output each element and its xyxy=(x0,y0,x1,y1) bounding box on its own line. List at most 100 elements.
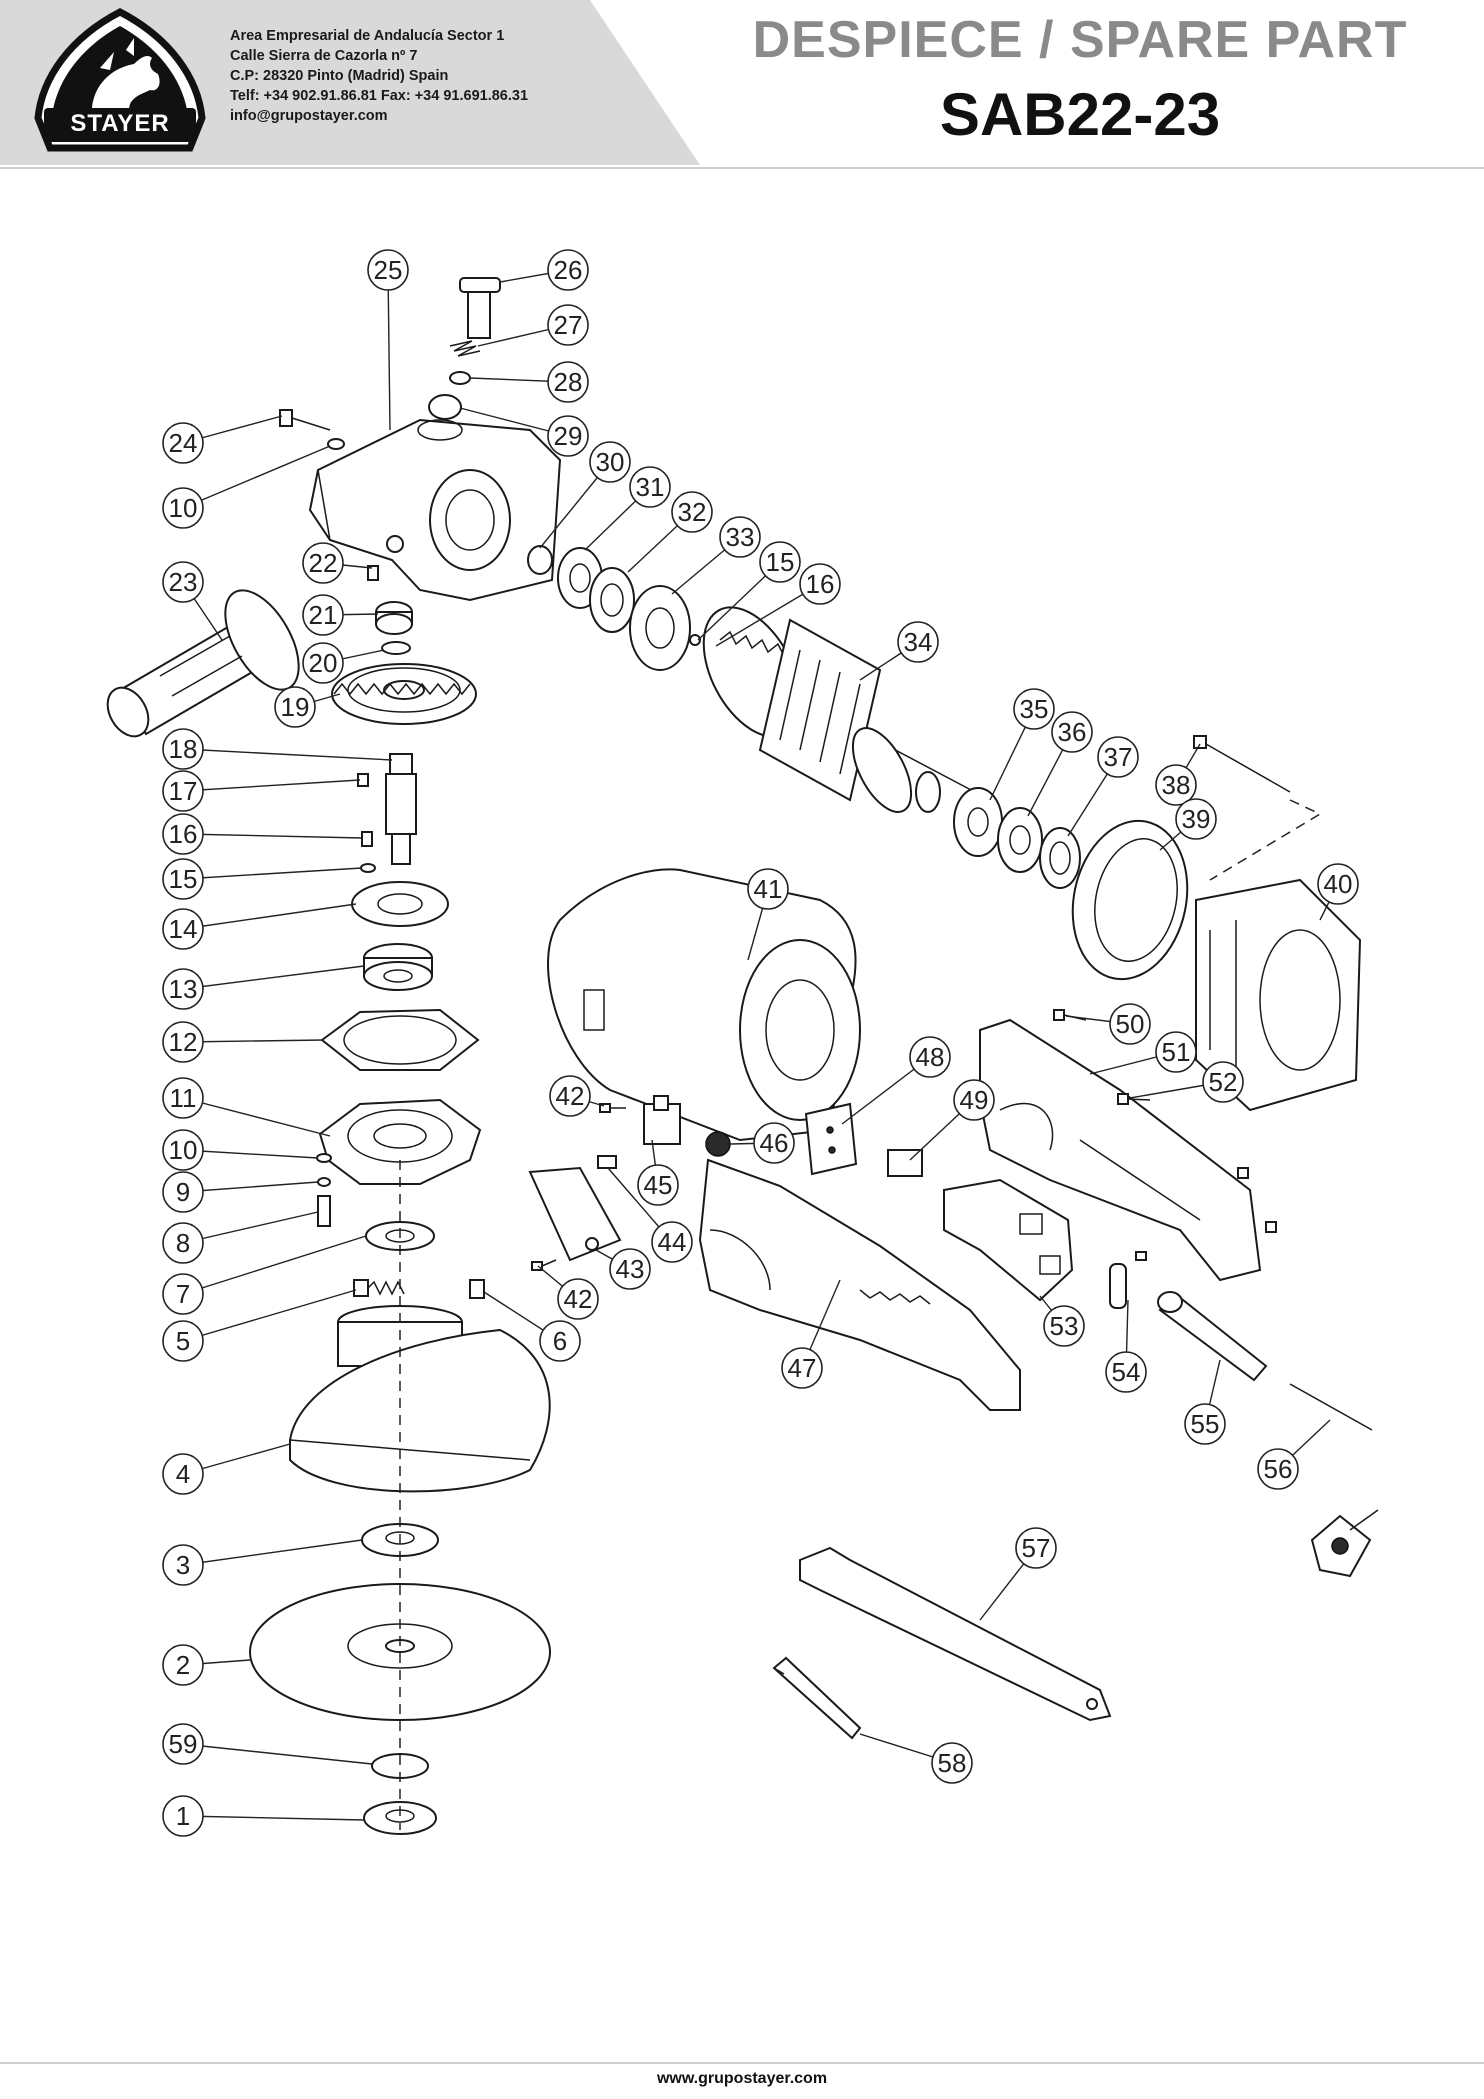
callout-35: 35 xyxy=(1013,688,1055,730)
callout-circle xyxy=(162,422,204,464)
callout-label: 46 xyxy=(760,1128,789,1158)
part-36-bearing xyxy=(997,807,1043,873)
callout-label: 13 xyxy=(169,974,198,1004)
callout-circle xyxy=(162,1077,204,1119)
callout-circle xyxy=(629,466,671,508)
callout-10: 10 xyxy=(162,1129,204,1171)
callout-26: 26 xyxy=(547,249,589,291)
part-40-stator xyxy=(1195,878,1362,1112)
callout-label: 40 xyxy=(1324,869,1353,899)
part-1-clamping-nut xyxy=(363,1801,437,1835)
part-12-gasket xyxy=(320,1008,480,1071)
callout-52: 52 xyxy=(1202,1061,1244,1103)
callout-13: 13 xyxy=(162,968,204,1010)
callout-circle xyxy=(539,1320,581,1362)
callout-label: 18 xyxy=(169,734,198,764)
part-8-screw xyxy=(317,1195,331,1227)
callout-label: 2 xyxy=(176,1650,190,1680)
part-56-plug xyxy=(1310,1509,1379,1578)
horse-shield-icon xyxy=(34,8,206,152)
part-25-gear-housing xyxy=(308,418,562,602)
callout-label: 6 xyxy=(553,1326,567,1356)
callout-circle xyxy=(162,770,204,812)
callout-58: 58 xyxy=(931,1742,973,1784)
part-32-bearing xyxy=(589,567,635,633)
callout-circle xyxy=(162,1544,204,1586)
callout-circle xyxy=(547,304,589,346)
callout-label: 3 xyxy=(176,1550,190,1580)
part-16-screw xyxy=(361,831,373,847)
leader-line-10 xyxy=(182,445,331,509)
callout-7: 7 xyxy=(162,1273,204,1315)
callout-circle xyxy=(162,1795,204,1837)
part-33-bearing-plate xyxy=(629,585,691,671)
callout-label: 43 xyxy=(616,1254,645,1284)
callout-label: 20 xyxy=(309,648,338,678)
callout-label: 34 xyxy=(904,627,933,657)
callout-37: 37 xyxy=(1097,736,1139,778)
callout-label: 39 xyxy=(1182,804,1211,834)
callout-11: 11 xyxy=(162,1077,204,1119)
callout-53: 53 xyxy=(1043,1305,1085,1347)
footer-divider xyxy=(0,2062,1484,2064)
callout-circle xyxy=(547,361,589,403)
callout-9: 9 xyxy=(162,1171,204,1213)
callout-label: 28 xyxy=(554,367,583,397)
callout-label: 36 xyxy=(1058,717,1087,747)
callout-circle xyxy=(162,813,204,855)
part-37-bearing-sleeve xyxy=(1039,827,1081,889)
part-58-hex-key xyxy=(772,1656,862,1740)
address-line-3: C.P: 28320 Pinto (Madrid) Spain xyxy=(230,68,449,84)
callout-circle xyxy=(162,1453,204,1495)
part-18-spindle xyxy=(385,753,417,865)
callout-label: 53 xyxy=(1050,1311,1079,1341)
callout-label: 11 xyxy=(170,1083,197,1113)
callout-circle xyxy=(162,1171,204,1213)
callout-circle xyxy=(162,968,204,1010)
callout-54: 54 xyxy=(1105,1351,1147,1393)
callout-circle xyxy=(1105,1351,1147,1393)
callout-circle xyxy=(1257,1448,1299,1490)
callout-6: 6 xyxy=(539,1320,581,1362)
callout-30: 30 xyxy=(589,441,631,483)
callout-48: 48 xyxy=(909,1036,951,1078)
callout-label: 48 xyxy=(916,1042,945,1072)
callout-circle xyxy=(162,1723,204,1765)
callout-label: 10 xyxy=(169,1135,198,1165)
callout-47: 47 xyxy=(781,1347,823,1389)
callout-circle xyxy=(1013,688,1055,730)
part-38-long-screw xyxy=(1193,735,1291,793)
callout-24: 24 xyxy=(162,422,204,464)
part-52-screw xyxy=(1117,1093,1277,1233)
callout-circle xyxy=(651,1221,693,1263)
part-51-handle-half xyxy=(979,1018,1262,1282)
callout-circle xyxy=(302,642,344,684)
callout-circle xyxy=(1175,798,1217,840)
callout-circle xyxy=(909,1036,951,1078)
part-9-spring-washer xyxy=(317,1177,331,1187)
part-14-bearing-plate xyxy=(351,881,449,927)
callout-label: 21 xyxy=(309,600,338,630)
part-21-needle-bearing xyxy=(375,601,413,635)
callout-circle xyxy=(162,1021,204,1063)
callout-label: 22 xyxy=(309,548,338,578)
callout-circle xyxy=(302,542,344,584)
callout-circle xyxy=(162,908,204,950)
callout-8: 8 xyxy=(162,1222,204,1264)
callout-55: 55 xyxy=(1184,1403,1226,1445)
callout-17: 17 xyxy=(162,770,204,812)
callout-circle xyxy=(759,541,801,583)
callout-circle xyxy=(557,1278,599,1320)
callout-28: 28 xyxy=(547,361,589,403)
part-41-motor-housing xyxy=(547,868,861,1142)
part-2-abrasive-disc xyxy=(249,1583,551,1721)
part-23-side-handle xyxy=(106,589,300,738)
part-39-air-baffle xyxy=(1071,819,1189,981)
callout-circle xyxy=(1155,1031,1197,1073)
callout-4: 4 xyxy=(162,1453,204,1495)
part-4-wheel-guard xyxy=(289,1305,551,1493)
callout-circle xyxy=(162,1273,204,1315)
callout-label: 10 xyxy=(169,493,198,523)
stayer-logo: STAYER xyxy=(30,8,210,158)
phone-fax-line: Telf: +34 902.91.86.81 Fax: +34 91.691.8… xyxy=(230,88,529,104)
